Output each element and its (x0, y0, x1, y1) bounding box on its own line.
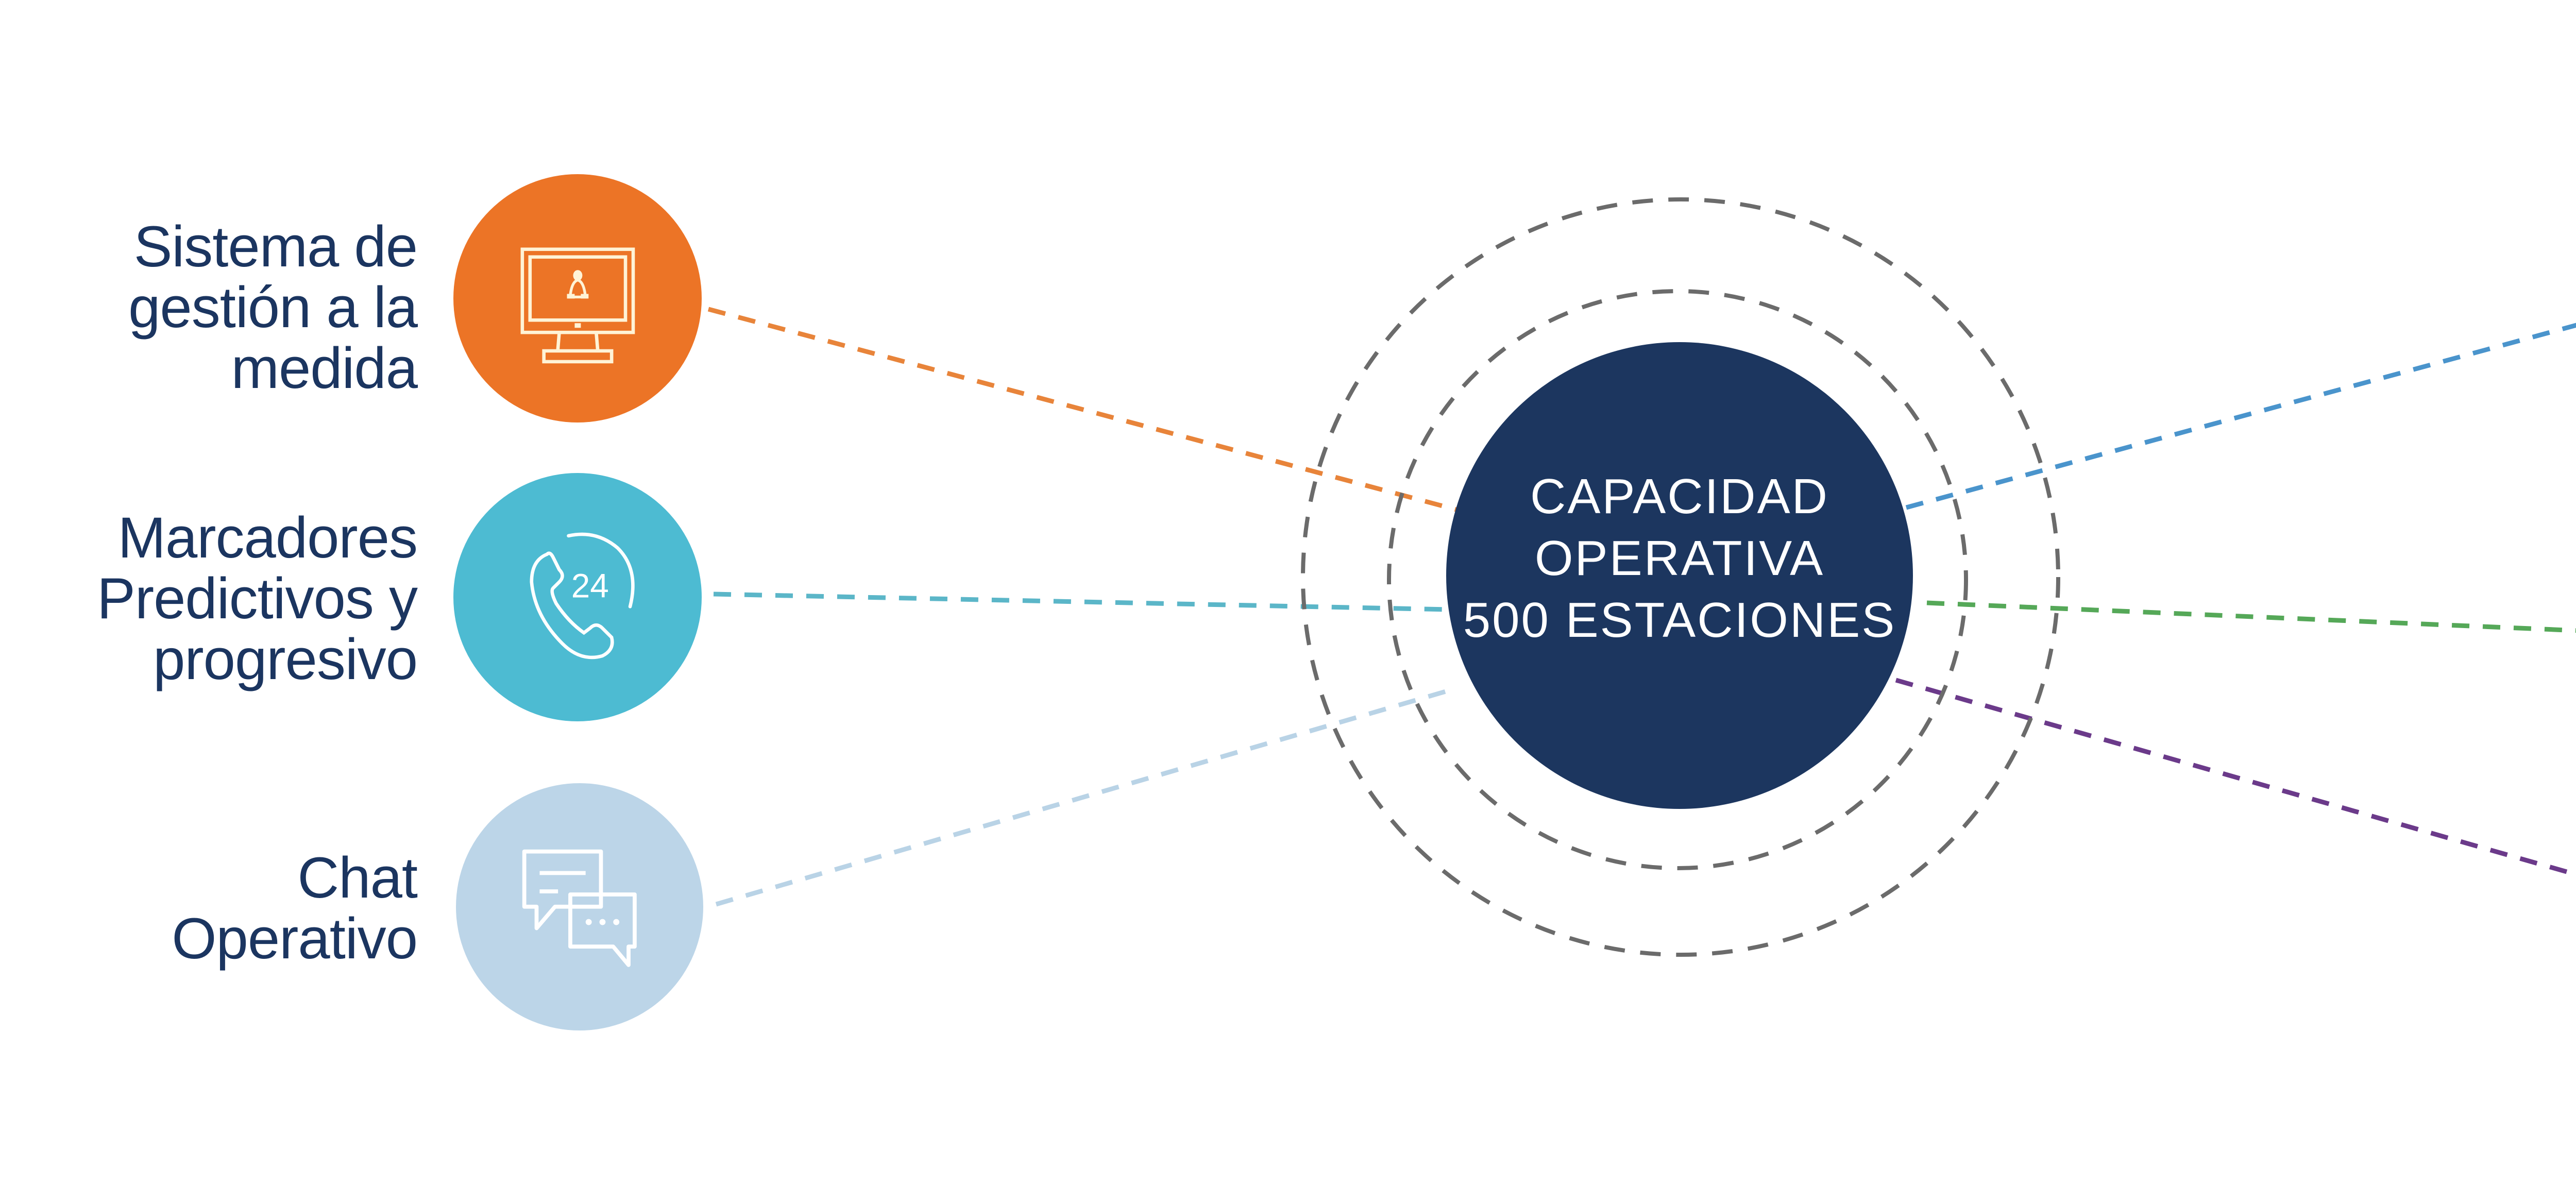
central-capacity-circle: CAPACIDAD OPERATIVA 500 ESTACIONES (1446, 342, 1913, 809)
chat-bubbles-icon (522, 849, 637, 967)
connector-marcadores (713, 591, 1448, 612)
label-chat-operativo: Chat Operativo (172, 846, 418, 971)
label-sistema-gestion: Sistema de gestión a la medida (128, 214, 418, 400)
label-line: Operativo (172, 906, 418, 971)
label-line: Sistema de (133, 214, 418, 279)
label-line: Marcadores (117, 505, 418, 570)
node-sistema-gestion (453, 174, 702, 422)
label-line: Predictivos y (97, 566, 418, 631)
label-line: medida (231, 336, 418, 400)
label-line: Chat (297, 846, 418, 910)
label-marcadores: Marcadores Predictivos y progresivo (97, 505, 418, 691)
monitor-linux-icon (520, 247, 635, 363)
connector-dialvox (1926, 600, 2576, 633)
outer-dashed-ring (1301, 197, 2060, 957)
svg-text:24: 24 (571, 566, 608, 604)
hub-line-3: 500 ESTACIONES (1463, 593, 1896, 648)
label-line: progresivo (153, 627, 418, 691)
phone-24-icon: 24 (530, 532, 635, 659)
connector-helpdesk (1895, 678, 2576, 877)
label-line: gestión a la (128, 275, 418, 340)
inner-dashed-ring (1387, 289, 1968, 870)
hub-line-2: OPERATIVA (1534, 531, 1825, 586)
connector-mobiliario (1905, 323, 2576, 510)
node-marcadores: 24 (453, 473, 702, 721)
hub-title: CAPACIDAD OPERATIVA 500 ESTACIONES (1463, 466, 1896, 651)
hub-line-1: CAPACIDAD (1530, 469, 1829, 524)
connector-chat-operativo (715, 685, 1459, 907)
connector-sistema-gestion (707, 307, 1459, 513)
node-chat-operativo (456, 783, 703, 1030)
